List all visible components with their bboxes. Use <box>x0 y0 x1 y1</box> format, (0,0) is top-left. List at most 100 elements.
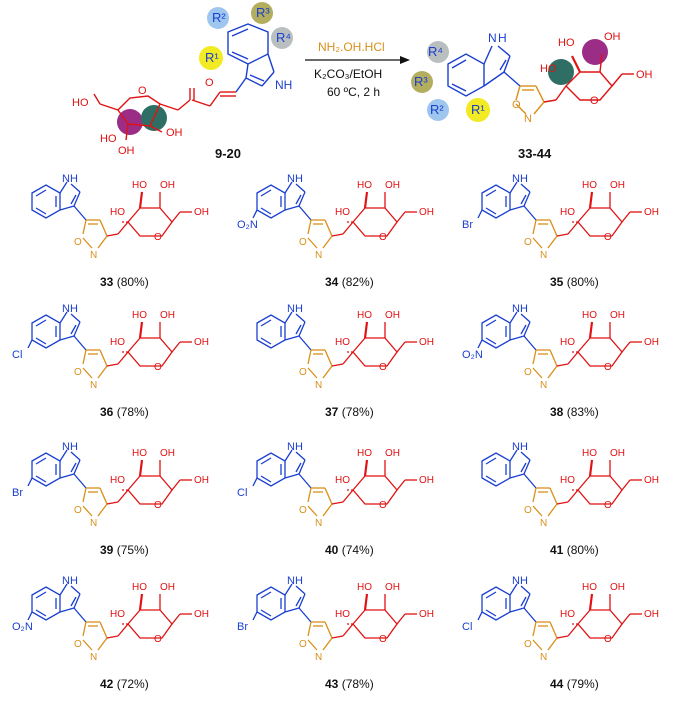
isoxazole-n: N <box>540 250 547 261</box>
sugar-oh-3: HO <box>357 448 372 459</box>
r4-sphere <box>271 27 293 49</box>
r1-sphere <box>199 46 223 70</box>
sugar-oh-4: OH <box>385 310 400 321</box>
compound-yield: (83%) <box>563 405 598 419</box>
compound-caption: 34 (82%) <box>325 275 374 289</box>
sugar-oh-6: OH <box>419 207 434 218</box>
compound-number: 36 <box>100 405 114 419</box>
indole-nh: H <box>520 173 528 185</box>
substituent-bond <box>27 477 33 487</box>
indole-n: N <box>62 303 70 315</box>
pyranose-o: O <box>604 634 612 645</box>
sugar-oh-6: OH <box>419 475 434 486</box>
isoxazole-n: N <box>90 250 97 261</box>
reactant-label: 9-20 <box>215 146 241 161</box>
product-oh-4: OH <box>636 69 653 81</box>
isoxazole-n: N <box>315 652 322 663</box>
pyranose-o: O <box>154 232 162 243</box>
indole-n: N <box>62 173 70 185</box>
product-r2-sphere <box>427 99 449 121</box>
reagent-hydroxylamine: NH₂.OH.HCl <box>318 40 385 54</box>
isoxazole-n: N <box>540 380 547 391</box>
product-n-label: N <box>488 31 497 45</box>
isoxazole-o: O <box>524 505 532 516</box>
compound-yield: (78%) <box>338 677 373 691</box>
compound-yield: (74%) <box>338 543 373 557</box>
isoxazole-o: O <box>74 237 82 248</box>
substituent-bond <box>252 611 258 621</box>
reactant-r1-label: R¹ <box>205 50 219 65</box>
indole-nh: H <box>520 575 528 587</box>
compound-yield: (80%) <box>563 275 598 289</box>
reactant-r2-label: R² <box>212 10 226 25</box>
sugar-oh-2: HO <box>560 337 575 348</box>
product-teal-sphere <box>548 59 574 85</box>
isoxazole-n: N <box>315 380 322 391</box>
sugar-oh-4: OH <box>385 448 400 459</box>
sugar-oh-3: HO <box>132 180 147 191</box>
reactant-oh-2: HO <box>100 133 117 145</box>
indole-nh: H <box>70 441 78 453</box>
compound-number: 35 <box>550 275 564 289</box>
indole-nh: H <box>70 173 78 185</box>
isoxazole-o: O <box>299 639 307 650</box>
pyranose-o: O <box>379 500 387 511</box>
compound-yield: (82%) <box>338 275 373 289</box>
compound-caption: 41 (80%) <box>550 543 599 557</box>
sugar-oh-2: HO <box>335 475 350 486</box>
sugar-oh-4: OH <box>610 310 625 321</box>
compound-caption: 42 (72%) <box>100 677 149 691</box>
product-r4-label: R⁴ <box>428 44 443 59</box>
product-oh-3: OH <box>604 31 621 43</box>
isoxazole-o: O <box>299 505 307 516</box>
indole-substituent: Br <box>462 219 473 231</box>
sugar-oh-2: HO <box>110 609 125 620</box>
r2-sphere <box>207 7 229 29</box>
sugar-oh-2: HO <box>335 337 350 348</box>
indole-nh: H <box>70 575 78 587</box>
pyranose-o: O <box>604 232 612 243</box>
substituent-bond <box>477 209 483 219</box>
isoxazole-n: N <box>315 250 322 261</box>
sugar-oh-3: HO <box>357 582 372 593</box>
sugar-oh-4: OH <box>610 582 625 593</box>
indole-substituent: O₂N <box>12 621 33 633</box>
sugar-oh-6: OH <box>194 609 209 620</box>
isoxazole-o: O <box>299 237 307 248</box>
indole-nh: H <box>295 441 303 453</box>
product-isoxazole-o: O <box>512 99 521 111</box>
reactant-oh-4: OH <box>166 127 183 139</box>
sugar-oh-2: HO <box>110 207 125 218</box>
isoxazole-o: O <box>74 367 82 378</box>
indole-n: N <box>287 173 295 185</box>
compound-number: 37 <box>325 405 339 419</box>
reaction-arrow-head <box>400 56 410 64</box>
isoxazole-o: O <box>524 237 532 248</box>
compound-yield: (75%) <box>113 543 148 557</box>
product-r2-label: R² <box>430 102 444 117</box>
product-r1-label: R¹ <box>471 102 485 117</box>
indole-substituent: Cl <box>12 349 22 361</box>
compound-caption: 35 (80%) <box>550 275 599 289</box>
sugar-oh-6: OH <box>644 475 659 486</box>
isoxazole-n: N <box>315 518 322 529</box>
sugar-oh-3: HO <box>582 582 597 593</box>
compound-number: 42 <box>100 677 114 691</box>
product-r4-sphere <box>427 41 449 63</box>
sugar-oh-4: OH <box>385 180 400 191</box>
product-label: 33-44 <box>518 146 552 161</box>
isoxazole-o: O <box>299 367 307 378</box>
reactant-oh-3: OH <box>118 145 135 157</box>
isoxazole-o: O <box>74 505 82 516</box>
compound-number: 41 <box>550 543 564 557</box>
isoxazole-o: O <box>524 639 532 650</box>
compound-number: 34 <box>325 275 339 289</box>
substituent-bond <box>27 339 33 349</box>
compound-yield: (72%) <box>113 677 148 691</box>
